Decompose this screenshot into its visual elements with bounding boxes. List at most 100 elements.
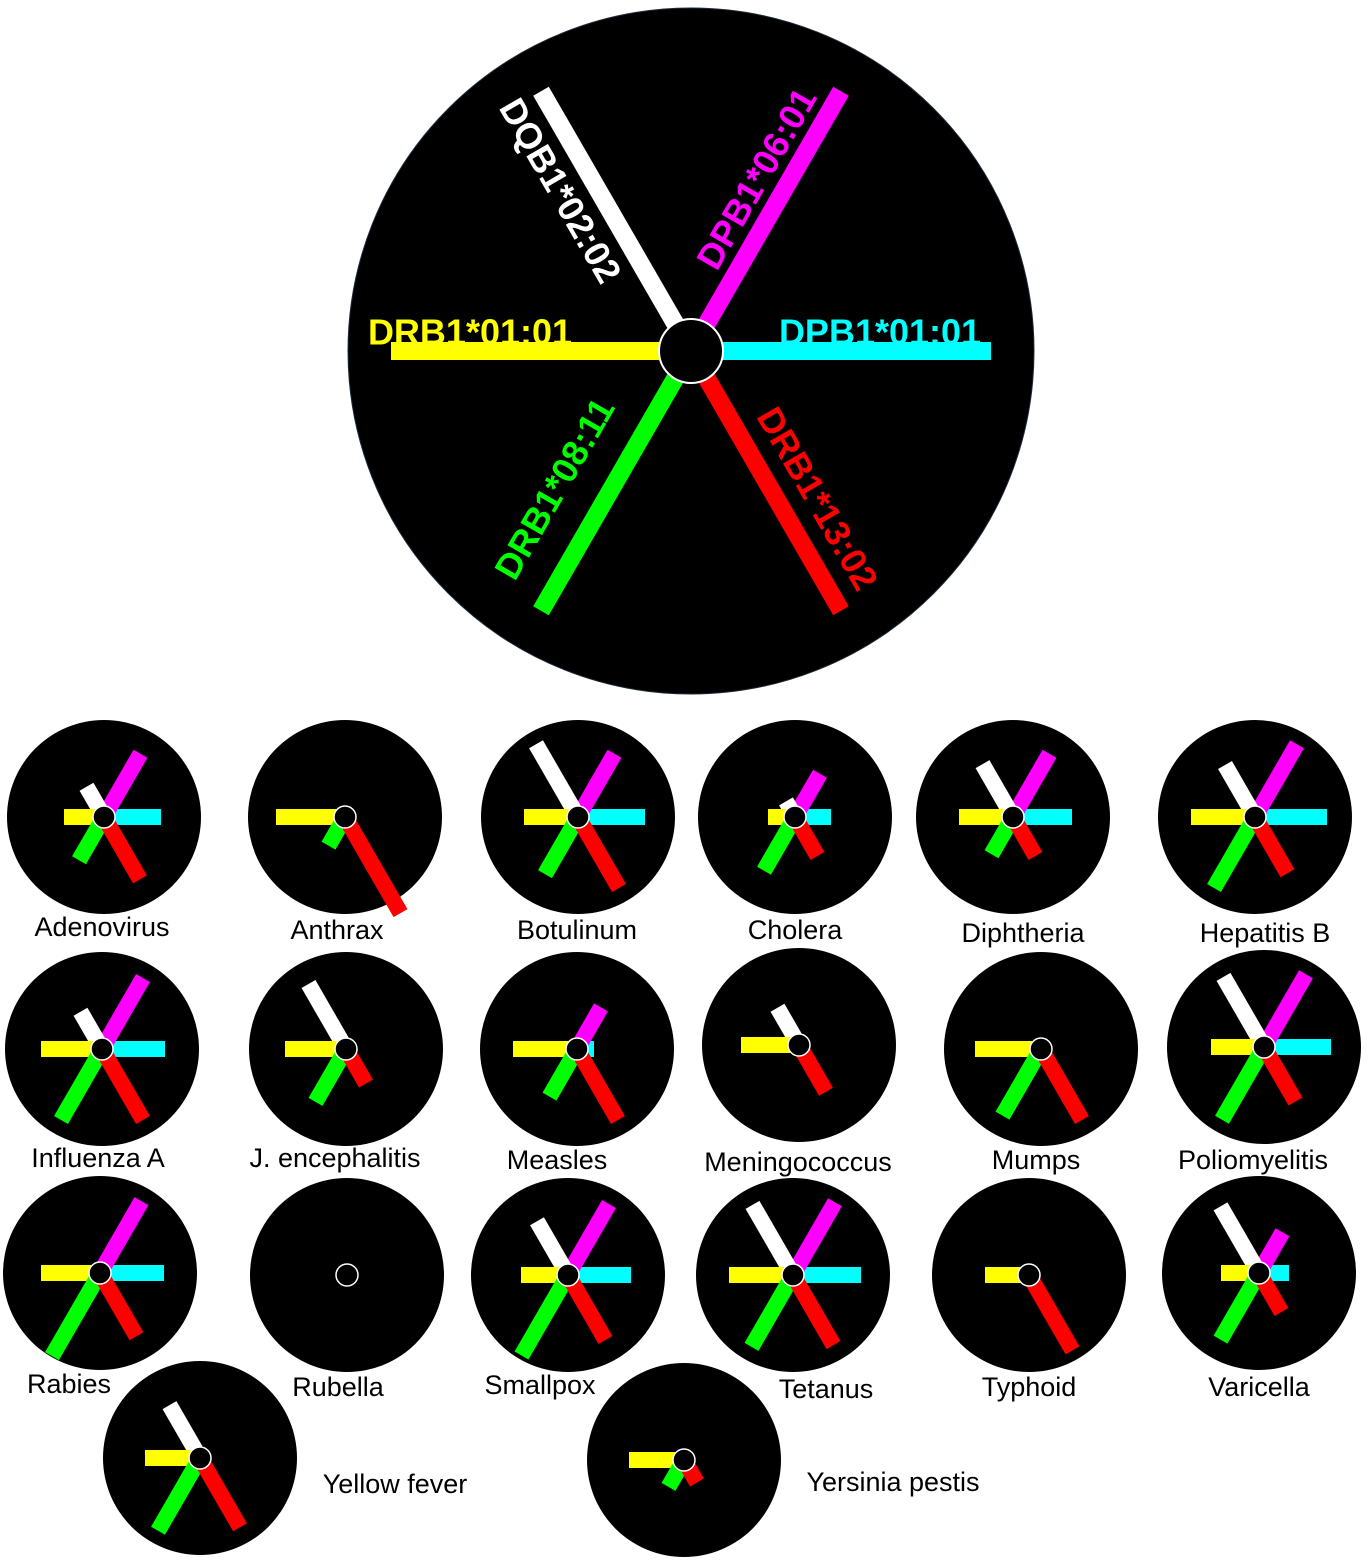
spoke-dpb1_06_01: [575, 749, 622, 814]
spoke-dpb1_06_01: [1256, 1228, 1290, 1270]
disease-wheel-rabies: Rabies: [3, 1176, 197, 1399]
disease-wheel-anthrax: Anthrax: [248, 720, 442, 945]
disease-wheel-rubella: Rubella: [250, 1178, 444, 1402]
spoke-dpb1_06_01: [99, 973, 150, 1046]
disease-label: Botulinum: [517, 915, 637, 945]
spoke-drb1_08_11: [308, 1052, 349, 1106]
hub: [333, 805, 357, 829]
legend-hub: [658, 318, 724, 384]
hub: [1017, 1263, 1041, 1287]
spoke-drb1_08_11: [984, 820, 1016, 859]
disease-label: Typhoid: [982, 1372, 1077, 1402]
disease-wheel-varicella: Varicella: [1162, 1176, 1356, 1402]
spoke-dqb1_02_02: [73, 1007, 105, 1046]
disease-label: Poliomyelitis: [1178, 1145, 1328, 1175]
hub: [556, 1263, 580, 1287]
spoke-drb1_13_02: [574, 1052, 625, 1125]
hub: [1243, 805, 1267, 829]
spoke-drb1_13_02: [1038, 1052, 1089, 1125]
spoke-drb1_13_02: [97, 1276, 144, 1341]
spoke-drb1_08_11: [514, 1278, 571, 1360]
spoke-dqb1_02_02: [1213, 1202, 1262, 1270]
disease-label: Hepatitis B: [1200, 918, 1331, 948]
hub: [1001, 805, 1025, 829]
disease-wheel-tetanus: Tetanus: [696, 1178, 890, 1404]
hub: [334, 1037, 358, 1061]
disease-label: Rabies: [27, 1369, 111, 1399]
hub: [1029, 1037, 1053, 1061]
disease-wheel-yersinia-pestis: Yersinia pestis: [587, 1363, 980, 1557]
spoke-drb1_08_11: [538, 820, 581, 879]
disease-wheel-adenovirus: Adenovirus: [7, 720, 201, 942]
spoke-drb1_13_02: [99, 1052, 150, 1125]
hub: [1247, 1261, 1271, 1285]
disease-wheels: Adenovirus Anthrax Botulinum Cholera Diphthe…: [3, 720, 1361, 1557]
legend-spoke-dqb1_02_02: [533, 86, 685, 331]
spoke-drb1_13_02: [197, 1461, 247, 1532]
spoke-drb1_08_11: [1215, 1050, 1267, 1124]
disease-label: Tetanus: [779, 1374, 874, 1404]
disease-label: Mumps: [992, 1145, 1081, 1175]
spoke-dpb1_06_01: [790, 1198, 842, 1272]
spoke-dpb1_06_01: [97, 1197, 149, 1270]
spoke-dqb1_02_02: [530, 1217, 571, 1272]
legend-spoke-drb1_13_02: [697, 371, 849, 616]
spoke-dqb1_02_02: [1216, 972, 1267, 1044]
disease-wheel-meningococcus: Meningococcus: [702, 948, 896, 1177]
spoke-drb1_13_02: [1256, 1276, 1289, 1316]
disease-label: Anthrax: [290, 915, 384, 945]
disease-label: J. encephalitis: [249, 1143, 420, 1173]
disease-wheel-botulinum: Botulinum: [481, 720, 675, 945]
spoke-drb1_08_11: [744, 1278, 796, 1351]
spoke-dpb1_06_01: [792, 769, 827, 814]
legend-spoke-drb1_08_11: [533, 371, 685, 616]
disease-label: Influenza A: [31, 1143, 165, 1173]
hub: [90, 1037, 114, 1061]
disease-wheel-influenza-a: Influenza A: [5, 952, 199, 1173]
spoke-drb1_08_11: [45, 1276, 103, 1361]
disease-label: Smallpox: [484, 1370, 596, 1400]
disease-label: Cholera: [748, 915, 844, 945]
spoke-dqb1_02_02: [1218, 761, 1258, 814]
hub: [1252, 1035, 1276, 1059]
hub: [335, 1263, 359, 1287]
disease-wheel-j-encephalitis: J. encephalitis: [249, 952, 443, 1173]
disease-wheel-typhoid: Typhoid: [932, 1178, 1126, 1402]
spoke-drb1_08_11: [757, 820, 798, 875]
spoke-drb1_08_11: [321, 820, 348, 850]
spoke-drb1_08_11: [1213, 1276, 1262, 1344]
spoke-dpb1_06_01: [565, 1199, 616, 1272]
spoke-dpb1_06_01: [101, 749, 148, 814]
spoke-drb1_13_02: [790, 1278, 841, 1350]
hub: [188, 1446, 212, 1470]
disease-wheel-diphtheria: Diphtheria: [916, 720, 1110, 948]
spoke-drb1_13_02: [1261, 1050, 1303, 1106]
spoke-drb1_13_02: [792, 820, 825, 860]
spoke-drb1_08_11: [72, 820, 107, 865]
disease-label: Meningococcus: [704, 1147, 892, 1177]
spoke-drb1_08_11: [54, 1052, 105, 1125]
disease-label: Diphtheria: [961, 918, 1085, 948]
hub: [92, 805, 116, 829]
disease-wheel-poliomyelitis: Poliomyelitis: [1167, 950, 1361, 1175]
spoke-dpb1_06_01: [574, 1003, 608, 1046]
disease-wheel-smallpox: Smallpox: [471, 1178, 665, 1400]
spoke-dqb1_02_02: [745, 1200, 796, 1272]
spoke-dqb1_02_02: [770, 1003, 802, 1042]
spoke-drb1_13_02: [565, 1278, 613, 1344]
spoke-dqb1_02_02: [529, 740, 581, 814]
hub: [88, 1261, 112, 1285]
spoke-drb1_13_02: [796, 1048, 833, 1096]
disease-label: Measles: [507, 1145, 608, 1175]
disease-label: Yersinia pestis: [806, 1467, 979, 1497]
spoke-dqb1_02_02: [79, 782, 107, 814]
disease-label: Adenovirus: [34, 912, 169, 942]
disease-wheel-mumps: Mumps: [944, 952, 1138, 1175]
hub: [781, 1263, 805, 1287]
disease-label: Varicella: [1208, 1372, 1311, 1402]
disease-wheel-hepatitis-b: Hepatitis B: [1158, 720, 1352, 948]
spoke-drb1_13_02: [1252, 820, 1295, 878]
spoke-drb1_13_02: [343, 1052, 373, 1088]
spoke-drb1_13_02: [342, 820, 408, 918]
